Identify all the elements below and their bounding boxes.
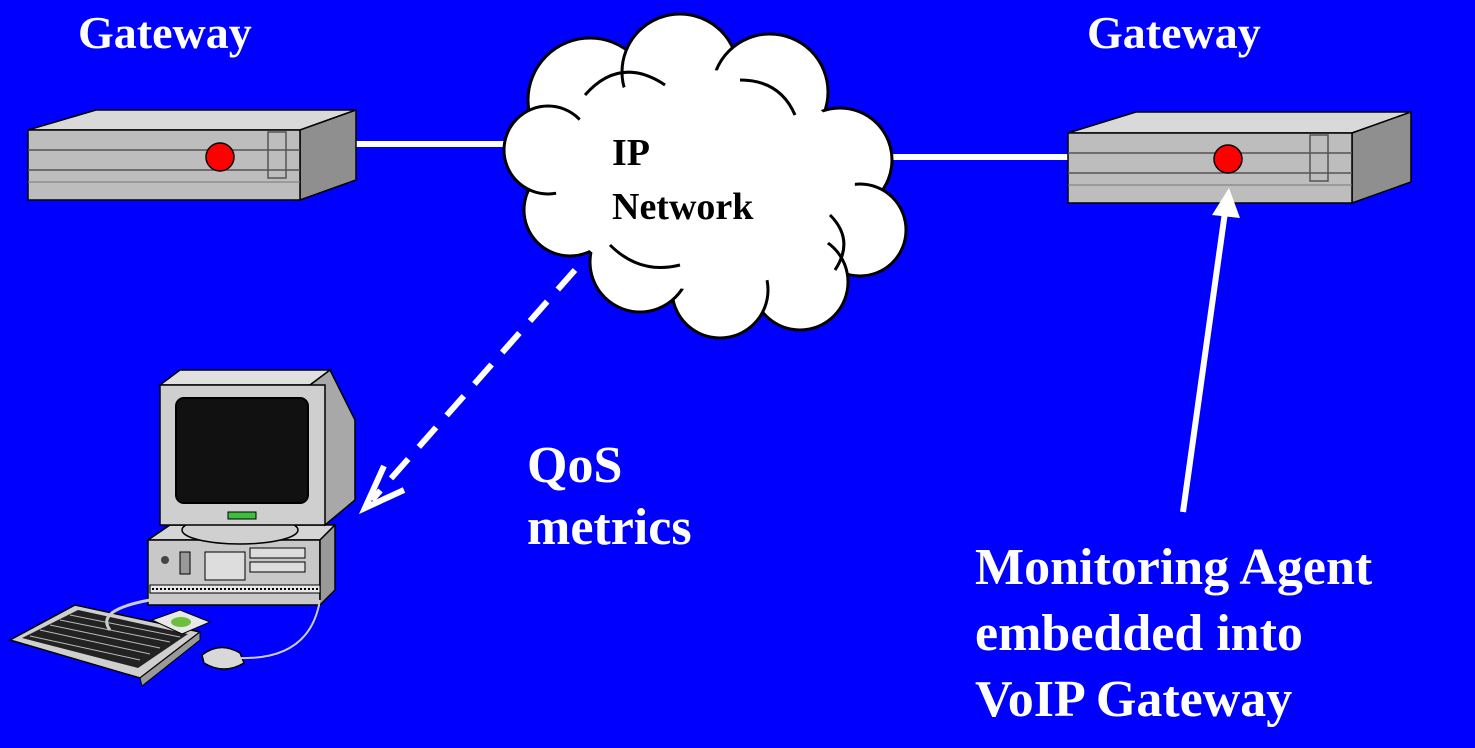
agent-label-line1: Monitoring Agent: [975, 539, 1373, 596]
agent-label-line3: VoIP Gateway: [975, 671, 1293, 728]
ip-network-cloud: [502, 12, 908, 340]
qos-metrics-label: QoS metrics: [527, 435, 692, 559]
right-gateway-device: [1067, 110, 1412, 205]
monitoring-agent-label: Monitoring Agent embedded into VoIP Gate…: [975, 535, 1372, 733]
qos-dashed-arrow: [358, 268, 578, 515]
ip-network-label-line2: Network: [612, 186, 754, 228]
ip-network-label: IP Network: [612, 126, 753, 234]
right-indicator-light: [1213, 144, 1243, 174]
agent-label-line2: embedded into: [975, 605, 1303, 662]
left-gateway-label: Gateway: [78, 7, 252, 58]
right-gateway-label: Gateway: [1087, 7, 1261, 58]
left-indicator-light: [205, 142, 235, 172]
left-gateway-device: [27, 108, 357, 202]
ip-network-label-line1: IP: [612, 132, 650, 174]
qos-label-line1: QoS: [527, 437, 623, 494]
qos-label-line2: metrics: [527, 499, 692, 556]
agent-pointer-arrow: [1180, 188, 1240, 513]
computer-workstation: [8, 368, 356, 687]
